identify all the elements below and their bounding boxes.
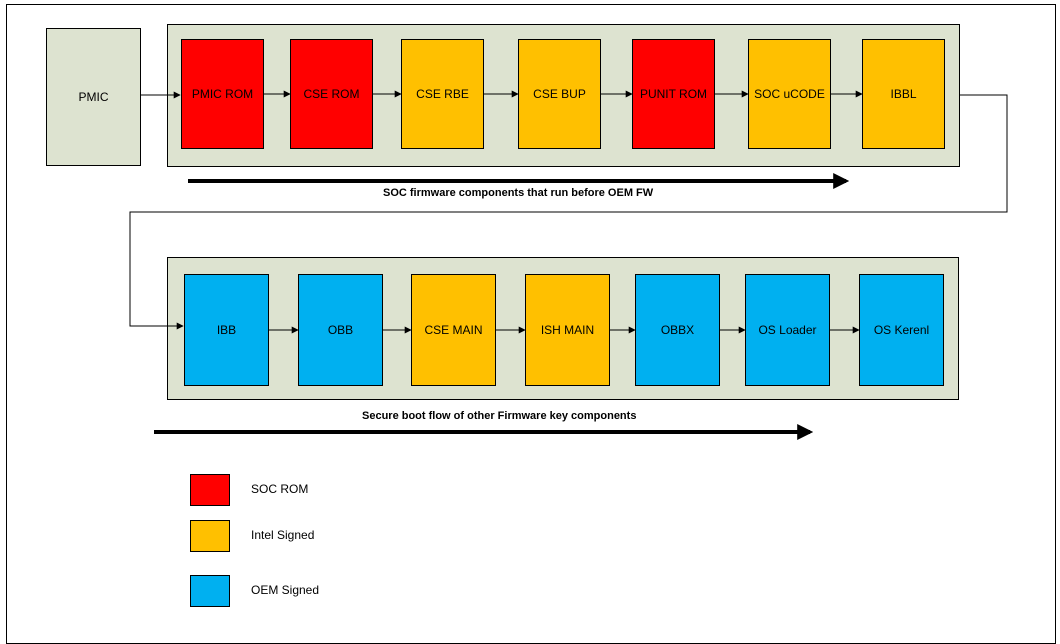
boot-box-cse-main: CSE MAIN <box>411 274 496 386</box>
soc-box-label: PUNIT ROM <box>639 87 708 101</box>
boot-box-label: OBBX <box>660 323 695 337</box>
boot-box-label: OBB <box>327 323 354 337</box>
boot-box-label: OS Loader <box>758 323 817 337</box>
legend-swatch-intel-signed <box>190 520 230 552</box>
boot-box-label: IBB <box>216 323 237 337</box>
soc-box-cse-rbe: CSE RBE <box>401 39 484 149</box>
soc-box-cse-bup: CSE BUP <box>518 39 601 149</box>
soc-box-label: CSE ROM <box>303 87 360 101</box>
soc-box-punit-rom: PUNIT ROM <box>632 39 715 149</box>
soc-box-ibbl: IBBL <box>862 39 945 149</box>
soc-box-label: IBBL <box>890 87 917 101</box>
pmic-box: PMIC <box>46 28 141 166</box>
boot-box-obb: OBB <box>298 274 383 386</box>
boot-box-ish-main: ISH MAIN <box>525 274 610 386</box>
legend-swatch-oem-signed <box>190 575 230 607</box>
boot-box-ibb: IBB <box>184 274 269 386</box>
pmic-label: PMIC <box>78 90 109 104</box>
soc-box-pmic-rom: PMIC ROM <box>181 39 264 149</box>
soc-box-soc-ucode: SOC uCODE <box>748 39 831 149</box>
boot-box-os-loader: OS Loader <box>745 274 830 386</box>
soc-box-cse-rom: CSE ROM <box>290 39 373 149</box>
soc-box-label: CSE BUP <box>533 87 586 101</box>
soc-box-label: PMIC ROM <box>191 87 254 101</box>
legend-label-intel-signed: Intel Signed <box>251 528 315 542</box>
boot-box-label: CSE MAIN <box>424 323 483 337</box>
legend-label-soc-rom: SOC ROM <box>251 482 309 496</box>
boot-box-obbx: OBBX <box>635 274 720 386</box>
soc-firmware-caption: SOC firmware components that run before … <box>383 187 654 199</box>
boot-box-os-kerenl: OS Kerenl <box>859 274 944 386</box>
boot-box-label: OS Kerenl <box>873 323 930 337</box>
soc-box-label: SOC uCODE <box>754 87 825 101</box>
secure-boot-caption: Secure boot flow of other Firmware key c… <box>362 410 637 422</box>
legend-swatch-soc-rom <box>190 474 230 506</box>
legend-label-oem-signed: OEM Signed <box>251 583 320 597</box>
ibbl-to-ibb-connector <box>129 94 1008 330</box>
boot-box-label: ISH MAIN <box>540 323 595 337</box>
soc-box-label: CSE RBE <box>416 87 469 101</box>
